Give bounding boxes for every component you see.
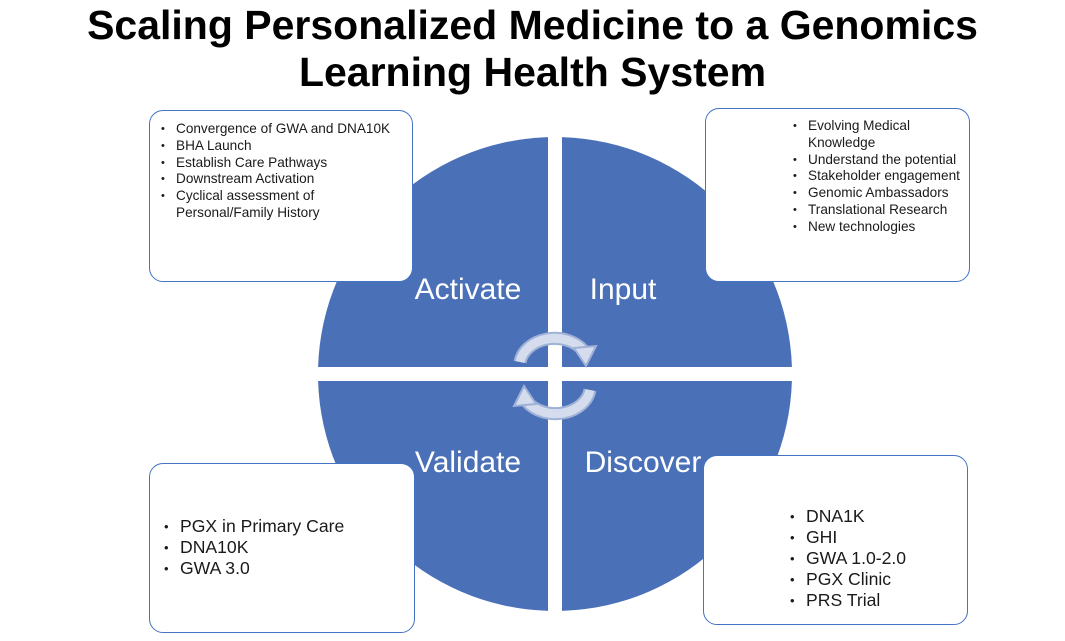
- list-item: New technologies: [790, 219, 968, 236]
- list-item: Translational Research: [790, 202, 968, 219]
- quadrant-validate: [318, 381, 548, 611]
- activate-box: Convergence of GWA and DNA10K BHA Launch…: [149, 110, 413, 282]
- list-item: Stakeholder engagement: [790, 168, 968, 185]
- list-item: Establish Care Pathways: [158, 155, 408, 172]
- quadrant-activate: [318, 137, 548, 367]
- list-item: Genomic Ambassadors: [790, 185, 968, 202]
- list-item: GWA 3.0: [158, 558, 408, 579]
- input-list: Evolving Medical Knowledge Understand th…: [790, 118, 968, 236]
- quadrant-label-input: Input: [590, 273, 657, 306]
- list-item: GWA 1.0-2.0: [784, 548, 964, 569]
- list-item: Convergence of GWA and DNA10K: [158, 121, 408, 138]
- input-box: Evolving Medical Knowledge Understand th…: [705, 108, 970, 282]
- list-item: Downstream Activation: [158, 171, 408, 188]
- validate-box: PGX in Primary Care DNA10K GWA 3.0: [149, 463, 415, 633]
- validate-list: PGX in Primary Care DNA10K GWA 3.0: [158, 516, 408, 579]
- discover-box: DNA1K GHI GWA 1.0-2.0 PGX Clinic PRS Tri…: [703, 455, 968, 625]
- title-line-2: Learning Health System: [298, 49, 767, 95]
- list-item: Understand the potential: [790, 152, 968, 169]
- quadrant-label-discover: Discover: [585, 446, 702, 479]
- list-item: DNA1K: [784, 506, 964, 527]
- quadrant-label-activate: Activate: [415, 273, 522, 306]
- title-line-1: Scaling Personalized Medicine to a Genom…: [87, 2, 978, 48]
- discover-list: DNA1K GHI GWA 1.0-2.0 PGX Clinic PRS Tri…: [784, 506, 964, 611]
- list-item: BHA Launch: [158, 138, 408, 155]
- list-item: Evolving Medical Knowledge: [790, 118, 968, 152]
- diagram-title: Scaling Personalized Medicine to a Genom…: [0, 2, 1065, 96]
- quadrant-label-validate: Validate: [415, 446, 521, 479]
- activate-list: Convergence of GWA and DNA10K BHA Launch…: [158, 121, 408, 222]
- circular-arrows-icon: [512, 331, 598, 421]
- list-item: DNA10K: [158, 537, 408, 558]
- list-item: PGX Clinic: [784, 569, 964, 590]
- list-item: PRS Trial: [784, 590, 964, 611]
- quadrant-discover: [562, 381, 792, 611]
- list-item: PGX in Primary Care: [158, 516, 408, 537]
- list-item: Cyclical assessment of Personal/Family H…: [158, 188, 408, 222]
- list-item: GHI: [784, 527, 964, 548]
- quadrant-input: [562, 137, 792, 367]
